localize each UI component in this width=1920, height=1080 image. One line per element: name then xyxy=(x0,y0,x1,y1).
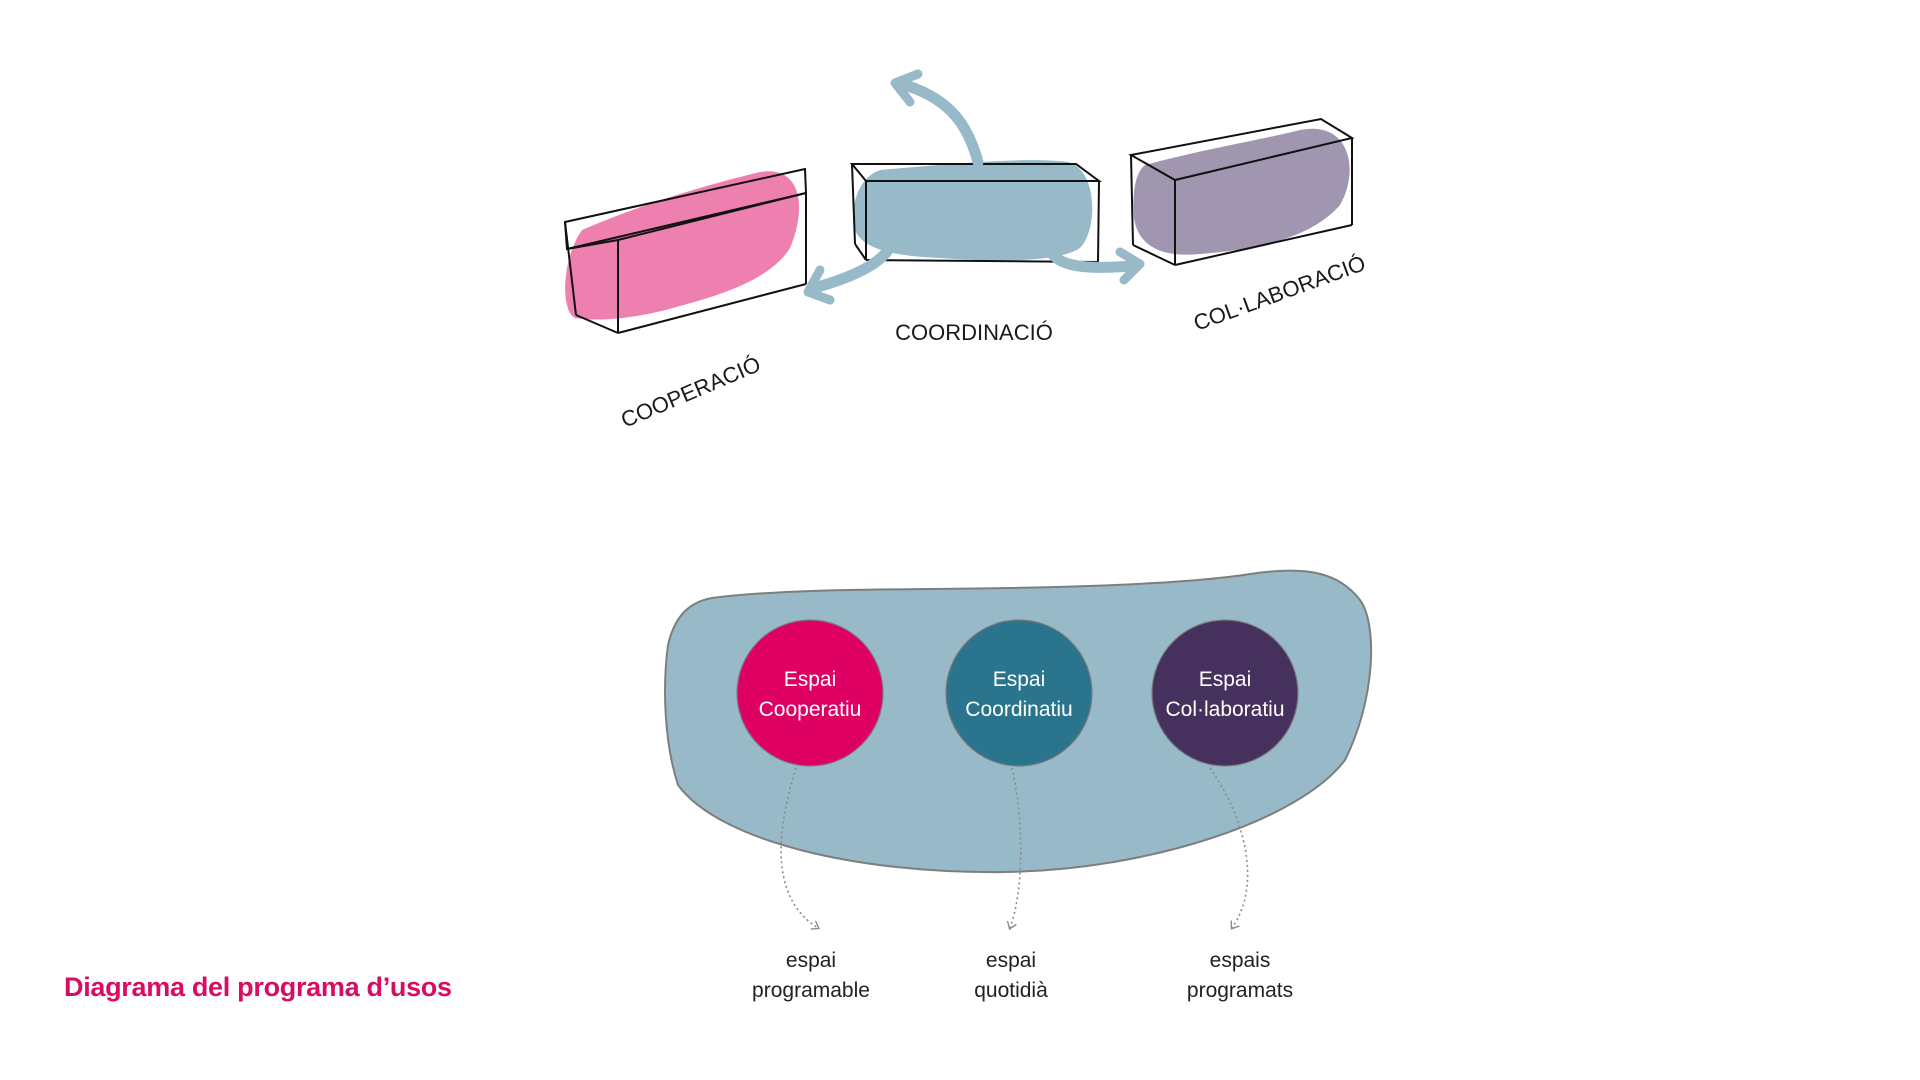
dotted-arrow-quotidia xyxy=(1010,767,1022,928)
coordinacio-label: COORDINACIÓ xyxy=(895,320,1053,345)
caption-espai-quotidia: espai quotidià xyxy=(911,946,1111,1006)
circle-collaboratiu-line1: Espai xyxy=(1199,668,1252,691)
circle-collaboratiu: Espai Col·laboratiu xyxy=(1151,619,1299,767)
caption-programable-line2: programable xyxy=(752,979,870,1002)
caption-quotidia-line1: espai xyxy=(985,949,1037,972)
collaboracio-label: COL·LABORACIÓ xyxy=(1190,250,1369,335)
cooperacio-box xyxy=(563,167,808,334)
dotted-arrow-programable xyxy=(780,767,818,928)
arrow-right-head xyxy=(1115,247,1145,285)
collaboracio-blob xyxy=(1133,128,1350,255)
circle-cooperatiu-line1: Espai xyxy=(784,668,837,691)
circle-collaboratiu-line2: Col·laboratiu xyxy=(1165,698,1284,721)
circle-coordinatiu: Espai Coordinatiu xyxy=(945,619,1093,767)
coordinacio-blob xyxy=(853,160,1093,261)
circle-coordinatiu-line2: Coordinatiu xyxy=(965,698,1072,721)
caption-espai-programable: espai programable xyxy=(711,946,911,1006)
arrow-up xyxy=(902,80,984,168)
circle-cooperatiu: Espai Cooperatiu xyxy=(736,619,884,767)
flow-arrows xyxy=(803,69,1145,305)
cooperacio-blob xyxy=(565,171,800,320)
arrow-left-head xyxy=(803,265,835,305)
dotted-arrows xyxy=(780,767,1249,928)
arrow-up-head xyxy=(890,69,923,107)
caption-programable-line1: espai xyxy=(785,949,837,972)
caption-espais-programats: espais programats xyxy=(1140,946,1340,1006)
cooperacio-label: COOPERACIÓ xyxy=(617,351,764,432)
caption-quotidia-line2: quotidià xyxy=(974,979,1048,1002)
circle-coordinatiu-line1: Espai xyxy=(993,668,1046,691)
dotted-arrow-programats xyxy=(1209,767,1249,928)
coordinacio-box xyxy=(849,160,1103,263)
arrow-right xyxy=(1042,241,1138,273)
caption-programats-line2: programats xyxy=(1186,979,1294,1002)
arrow-left xyxy=(808,244,894,294)
caption-programats-line1: espais xyxy=(1209,949,1271,972)
collaboracio-box xyxy=(1128,117,1355,266)
circle-cooperatiu-line2: Cooperatiu xyxy=(759,698,862,721)
page-title: Diagrama del programa d’usos xyxy=(64,972,452,1002)
